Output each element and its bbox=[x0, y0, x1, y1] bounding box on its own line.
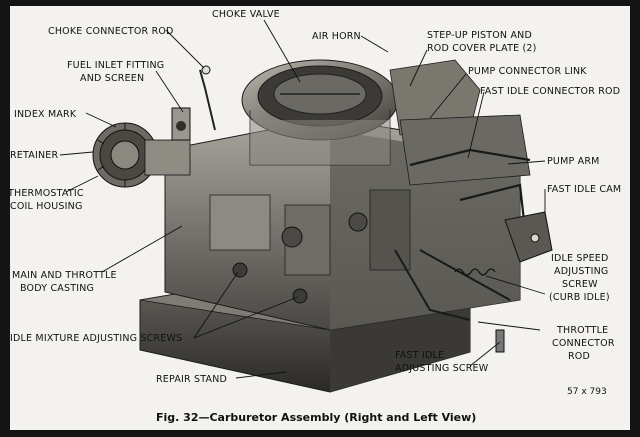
leader-lines bbox=[59, 19, 546, 379]
label-pump-connector-link: PUMP CONNECTOR LINK bbox=[468, 66, 587, 77]
label-main-throttle-line2: BODY CASTING bbox=[20, 283, 94, 294]
label-fast-idle-adj-line2: ADJUSTING SCREW bbox=[395, 363, 489, 374]
label-fast-idle-adj-line1: FAST IDLE bbox=[395, 350, 444, 361]
label-repair-stand: REPAIR STAND bbox=[156, 374, 227, 385]
label-idle-speed-line4: (CURB IDLE) bbox=[549, 292, 610, 303]
label-retainer: RETAINER bbox=[10, 150, 58, 161]
label-fast-idle-cam: FAST IDLE CAM bbox=[547, 184, 621, 195]
fast-idle-cam-shape bbox=[504, 211, 553, 263]
label-main-throttle-line1: MAIN AND THROTTLE bbox=[12, 270, 117, 281]
label-thermostatic-line2: COIL HOUSING bbox=[10, 201, 83, 212]
label-fuel-inlet-line2: AND SCREEN bbox=[80, 73, 144, 84]
label-index-mark: INDEX MARK bbox=[14, 109, 77, 120]
label-throttle-connector-line1: THROTTLE bbox=[556, 325, 608, 336]
carburetor-illustration bbox=[92, 59, 553, 393]
labels: CHOKE CONNECTOR ROD CHOKE VALVE AIR HORN… bbox=[7, 9, 621, 385]
label-throttle-connector-line3: ROD bbox=[568, 351, 590, 362]
label-idle-speed-line2: ADJUSTING bbox=[554, 266, 608, 277]
figure-number: 57 x 793 bbox=[567, 387, 607, 397]
label-fast-idle-connector-rod: FAST IDLE CONNECTOR ROD bbox=[480, 86, 620, 97]
label-idle-speed-line3: SCREW bbox=[562, 279, 598, 290]
label-pump-arm: PUMP ARM bbox=[547, 156, 600, 167]
label-step-up-piston-line2: ROD COVER PLATE (2) bbox=[427, 43, 537, 54]
label-choke-connector-rod: CHOKE CONNECTOR ROD bbox=[48, 26, 174, 37]
label-air-horn: AIR HORN bbox=[312, 31, 361, 42]
label-fuel-inlet-line1: FUEL INLET FITTING bbox=[67, 60, 164, 71]
label-idle-speed-line1: IDLE SPEED bbox=[551, 253, 609, 264]
label-thermostatic-line1: THERMOSTATIC bbox=[7, 188, 84, 199]
label-step-up-piston-line1: STEP-UP PISTON AND bbox=[427, 30, 532, 41]
figure-caption: Fig. 32—Carburetor Assembly (Right and L… bbox=[156, 411, 476, 424]
label-idle-mixture: IDLE MIXTURE ADJUSTING SCREWS bbox=[10, 333, 182, 344]
label-throttle-connector-line2: CONNECTOR bbox=[552, 338, 615, 349]
label-choke-valve: CHOKE VALVE bbox=[212, 9, 280, 20]
